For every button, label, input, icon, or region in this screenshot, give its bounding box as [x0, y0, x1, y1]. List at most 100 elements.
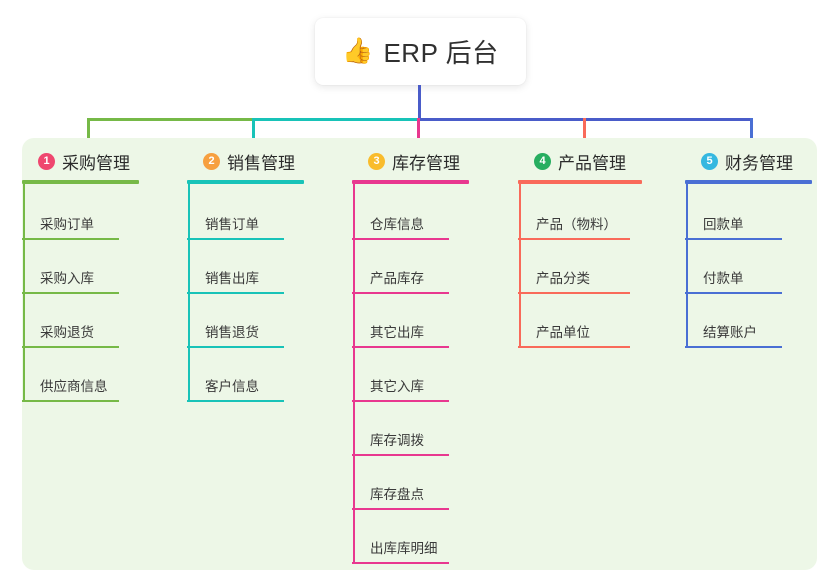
leaf-underline [352, 238, 449, 240]
leaf-underline [22, 238, 119, 240]
leaf-label: 销售订单 [205, 217, 259, 232]
branch-title-4: 产品管理 [558, 153, 626, 173]
leaf-label: 出库库明细 [370, 541, 438, 556]
branch-badge-3: 3 [368, 152, 385, 170]
leaf-node[interactable]: 库存调拨 [352, 412, 449, 456]
branch-underline-4 [518, 180, 642, 184]
leaf-node[interactable]: 产品单位 [518, 304, 630, 348]
leaf-label: 结算账户 [703, 325, 757, 340]
leaf-node[interactable]: 产品库存 [352, 250, 449, 294]
leaf-label: 产品分类 [536, 271, 590, 286]
leaf-node[interactable]: 库存盘点 [352, 466, 449, 510]
leaf-node[interactable]: 回款单 [685, 196, 782, 240]
leaf-label: 客户信息 [205, 379, 259, 394]
leaf-node[interactable]: 产品分类 [518, 250, 630, 294]
leaf-node[interactable]: 采购入库 [22, 250, 119, 294]
leaf-underline [352, 292, 449, 294]
leaf-node[interactable]: 仓库信息 [352, 196, 449, 240]
leaf-label: 仓库信息 [370, 217, 424, 232]
leaf-label: 库存调拨 [370, 433, 424, 448]
leaf-label: 产品单位 [536, 325, 590, 340]
connector-drop-1 [87, 118, 90, 150]
leaf-underline [187, 238, 284, 240]
leaf-node[interactable]: 其它出库 [352, 304, 449, 348]
leaf-underline [518, 292, 630, 294]
branch-badge-4: 4 [534, 152, 551, 170]
leaf-underline [352, 454, 449, 456]
root-node[interactable]: 👍 ERP 后台 [315, 18, 526, 85]
leaf-node[interactable]: 销售退货 [187, 304, 284, 348]
branch-column-5: 5 财务管理回款单付款单结算账户 [685, 138, 839, 570]
leaf-underline [518, 346, 630, 348]
leaf-underline [685, 238, 782, 240]
leaf-label: 库存盘点 [370, 487, 424, 502]
branch-spine-5 [686, 182, 688, 348]
branch-badge-1: 1 [38, 152, 55, 170]
branch-title-1: 采购管理 [62, 153, 130, 173]
leaf-node[interactable]: 其它入库 [352, 358, 449, 402]
branch-spine-4 [519, 182, 521, 348]
leaf-underline [352, 400, 449, 402]
leaf-label: 产品（物料） [536, 217, 617, 232]
leaf-label: 采购订单 [40, 217, 94, 232]
leaf-label: 采购入库 [40, 271, 94, 286]
connector-drop-3 [417, 118, 420, 150]
branch-underline-5 [685, 180, 812, 184]
leaf-underline [187, 346, 284, 348]
branch-spine-3 [353, 182, 355, 564]
leaf-label: 其它出库 [370, 325, 424, 340]
leaf-underline [187, 292, 284, 294]
leaf-label: 采购退货 [40, 325, 94, 340]
leaf-label: 销售退货 [205, 325, 259, 340]
leaf-label: 销售出库 [205, 271, 259, 286]
leaf-underline [22, 346, 119, 348]
branch-column-3: 3 库存管理仓库信息产品库存其它出库其它入库库存调拨库存盘点出库库明细 [352, 138, 522, 570]
branch-underline-2 [187, 180, 304, 184]
thumbs-up-icon: 👍 [342, 37, 374, 65]
root-node-content: 👍 ERP 后台 [342, 33, 498, 70]
leaf-underline [352, 562, 449, 564]
leaf-node[interactable]: 采购订单 [22, 196, 119, 240]
branch-header-5[interactable]: 5 财务管理 [685, 146, 839, 176]
leaf-node[interactable]: 销售订单 [187, 196, 284, 240]
leaf-underline [22, 400, 119, 402]
branch-title-5: 财务管理 [725, 153, 793, 173]
leaf-node[interactable]: 结算账户 [685, 304, 782, 348]
branch-underline-1 [22, 180, 139, 184]
branch-header-3[interactable]: 3 库存管理 [352, 146, 522, 176]
branch-title-3: 库存管理 [392, 153, 460, 173]
leaf-label: 其它入库 [370, 379, 424, 394]
branches-panel: 1 采购管理采购订单采购入库采购退货供应商信息 2 销售管理销售订单销售出库销售退货客… [22, 138, 817, 570]
leaf-label: 回款单 [703, 217, 744, 232]
connector-teal-segment [252, 118, 418, 121]
branch-badge-5: 5 [701, 152, 718, 170]
leaf-node[interactable]: 销售出库 [187, 250, 284, 294]
leaf-node[interactable]: 产品（物料） [518, 196, 630, 240]
leaf-label: 付款单 [703, 271, 744, 286]
connector-green-segment [87, 118, 253, 121]
branch-column-2: 2 销售管理销售订单销售出库销售退货客户信息 [187, 138, 357, 570]
branch-title-2: 销售管理 [227, 153, 295, 173]
leaf-node[interactable]: 客户信息 [187, 358, 284, 402]
branch-header-1[interactable]: 1 采购管理 [22, 146, 192, 176]
leaf-underline [22, 292, 119, 294]
branch-underline-3 [352, 180, 469, 184]
root-title: ERP 后台 [383, 38, 499, 68]
leaf-underline [187, 400, 284, 402]
leaf-underline [518, 238, 630, 240]
leaf-label: 产品库存 [370, 271, 424, 286]
branch-header-2[interactable]: 2 销售管理 [187, 146, 357, 176]
leaf-underline [352, 346, 449, 348]
connector-drop-2 [252, 118, 255, 150]
leaf-node[interactable]: 出库库明细 [352, 520, 449, 564]
leaf-node[interactable]: 采购退货 [22, 304, 119, 348]
connector-drop-4 [583, 118, 586, 150]
leaf-underline [352, 508, 449, 510]
branch-badge-2: 2 [203, 152, 220, 170]
leaf-node[interactable]: 付款单 [685, 250, 782, 294]
connector-drop-5 [750, 118, 753, 150]
branch-column-1: 1 采购管理采购订单采购入库采购退货供应商信息 [22, 138, 192, 570]
branch-header-4[interactable]: 4 产品管理 [518, 146, 688, 176]
leaf-node[interactable]: 供应商信息 [22, 358, 119, 402]
